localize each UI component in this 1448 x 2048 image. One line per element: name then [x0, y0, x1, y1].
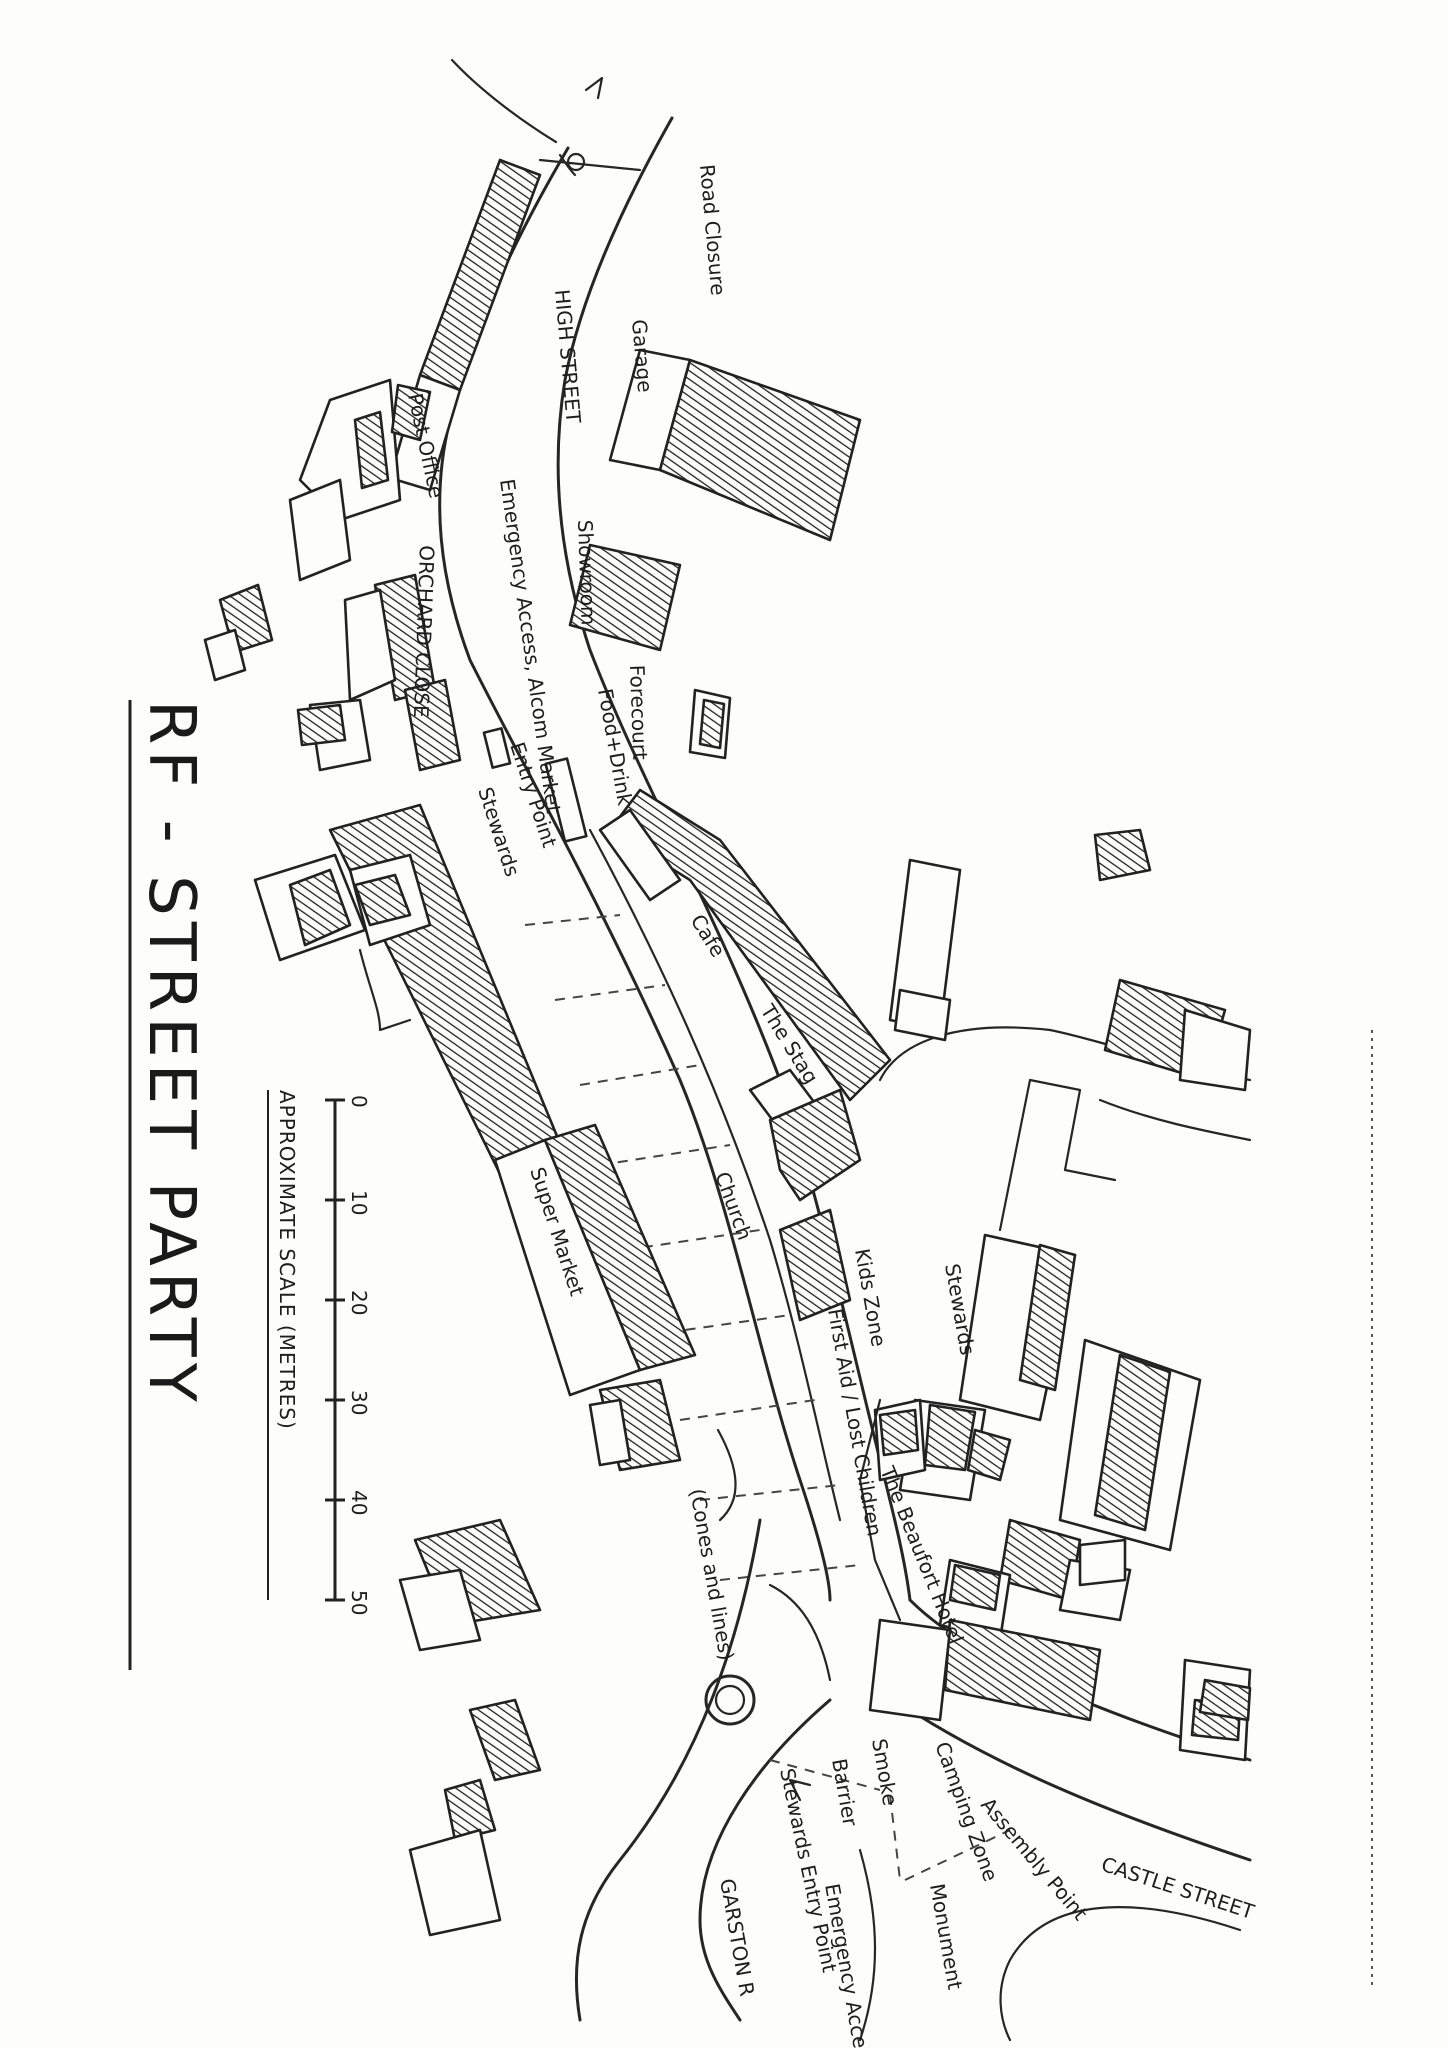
smoke-arrow [768, 1583, 832, 1682]
building-hotel-long [943, 1618, 1102, 1722]
road-closure-marker [566, 152, 586, 172]
building-east-small-1 [1093, 828, 1152, 882]
cones-arrow [716, 1428, 737, 1522]
building-sw-6 [408, 1828, 502, 1937]
building-far-east-roof-2 [1198, 1678, 1252, 1722]
building-east-long-end [893, 988, 952, 1042]
building-super-market-roof [543, 1123, 697, 1372]
garston-road-west-edge [574, 1518, 762, 2022]
building-sw-4 [468, 1698, 542, 1782]
label-barrier: Barrier [827, 1757, 863, 1829]
building-hotel-north-roof [1018, 1243, 1077, 1392]
building-hotel-east-roof [1093, 1353, 1172, 1532]
building-post-office-wing [388, 373, 462, 492]
scale-label-10: 10 [347, 1190, 371, 1215]
entry-point-booth [482, 727, 512, 769]
building-orchard-3 [403, 678, 462, 772]
title-block: RF - STREET PARTY [128, 700, 208, 1670]
scale-bar: 0 10 20 30 40 50 APPROXIMATE SCALE (METR… [267, 1090, 371, 1615]
label-kids-zone: Kids Zone [850, 1247, 891, 1349]
label-orchard-close: ORCHARD CLOSE [409, 545, 439, 718]
north-arrow-mark [584, 76, 604, 100]
building-east-1b [1178, 1008, 1252, 1092]
map-title: RF - STREET PARTY [134, 700, 208, 1408]
label-cones: (Cones and lines) [685, 1487, 739, 1663]
label-high-street: HIGH STREET [550, 288, 586, 424]
building-cafe-front [598, 808, 682, 902]
building-sw-1b [588, 1398, 632, 1467]
scale-label-0: 0 [347, 1095, 371, 1108]
east-boundary-line [998, 1078, 1117, 1232]
building-post-office-hatch [390, 383, 432, 442]
scale-label-30: 30 [347, 1390, 371, 1415]
building-kiosk-roof [698, 698, 726, 750]
building-post-office-roof [353, 410, 390, 490]
building-garage [658, 358, 862, 542]
scale-label-40: 40 [347, 1490, 371, 1515]
monument-lane [858, 1848, 877, 2042]
building-hotel-south-roof [948, 1563, 1002, 1612]
label-road-closure: Road Closure [695, 163, 730, 296]
building-cafe-stag-terrace [608, 788, 892, 1102]
label-smoke: Smoke [867, 1737, 902, 1808]
label-garston-road: GARSTON R [715, 1877, 759, 1998]
building-hotel-yard [1078, 1538, 1127, 1587]
building-nw-terrace [418, 158, 542, 392]
barrier-arrow [788, 1778, 812, 1802]
building-orchard-5 [296, 703, 347, 747]
stall-grid-dashes [524, 914, 861, 1581]
east-road-edge-2 [1098, 1098, 1252, 1142]
scale-label-50: 50 [347, 1590, 371, 1615]
label-stewards-north: Stewards [473, 784, 524, 879]
annotation-arrows [716, 1428, 832, 1802]
barrier-line [769, 1759, 1011, 1881]
hotel-wall [858, 1398, 902, 1622]
high-street-centre-edge [588, 828, 842, 1522]
label-showroom: Showroom [573, 519, 601, 625]
label-forecourt: Forecourt [625, 664, 652, 760]
food-drink-stall [544, 757, 588, 843]
road-closure-line [538, 153, 642, 177]
building-west-house-2-roof [353, 873, 412, 927]
building-church-tower [778, 1208, 852, 1322]
building-showroom [568, 543, 682, 652]
buildings [203, 158, 1252, 1937]
scale-label-20: 20 [347, 1290, 371, 1315]
north-road-edge [450, 58, 558, 144]
garston-road-east-edge [698, 1698, 832, 2022]
building-sw-3 [398, 1568, 482, 1652]
castle-street-corner [999, 1906, 1242, 2042]
building-orchard-far-2 [203, 628, 247, 682]
building-church [768, 1088, 862, 1202]
roundabout [704, 1674, 756, 1726]
building-hotel-mid [966, 1428, 1012, 1482]
label-monument: Monument [925, 1882, 967, 1992]
building-hotel-west-roof [923, 1403, 977, 1472]
building-post-office-annex [288, 478, 352, 582]
scale-caption: APPROXIMATE SCALE (METRES) [275, 1090, 299, 1430]
building-orchard-2 [343, 588, 397, 702]
building-hotel-west-2-roof [878, 1408, 920, 1457]
west-wall-line [358, 948, 412, 1032]
building-hotel-long-end [868, 1618, 952, 1722]
roundabout-inner [714, 1684, 746, 1716]
building-sw-5 [443, 1778, 497, 1842]
building-west-house-1-roof [288, 868, 352, 947]
